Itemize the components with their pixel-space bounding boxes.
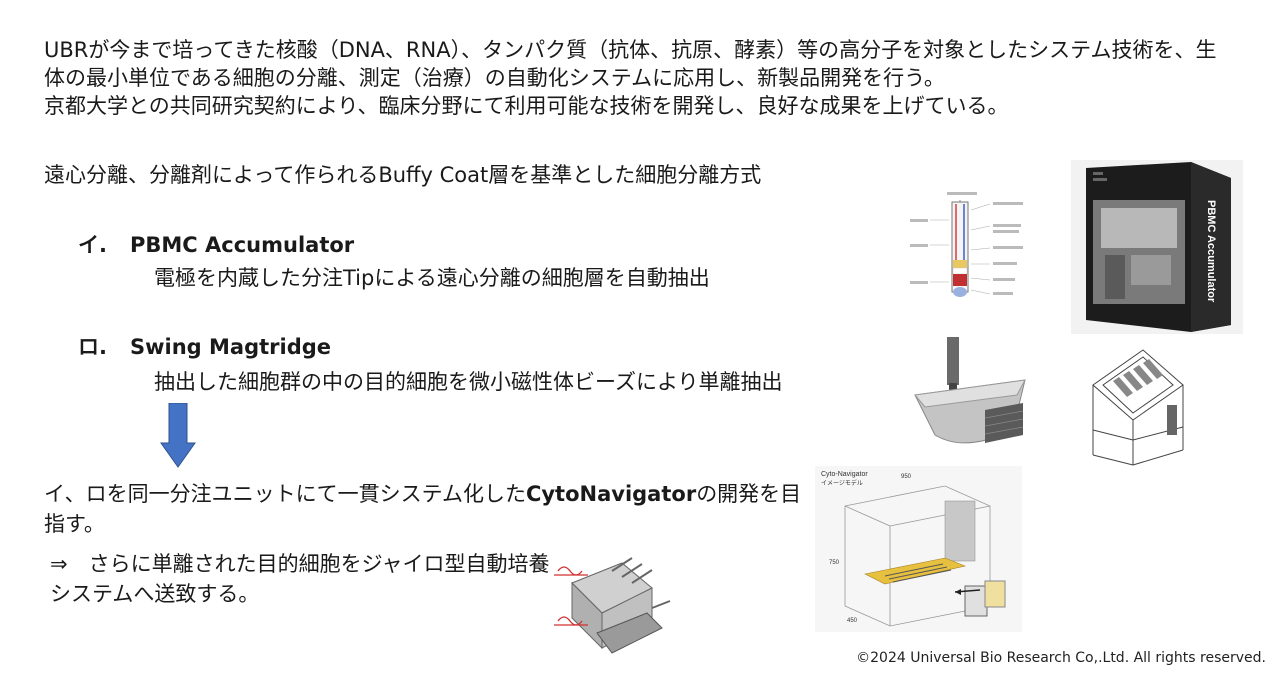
copyright-text: ©2024 Universal Bio Research Co,.Ltd. Al… bbox=[856, 650, 1266, 666]
item-title: PBMC Accumulator bbox=[130, 233, 355, 257]
gyro-culture-device-image bbox=[554, 557, 671, 654]
dim-depth: 450 bbox=[847, 618, 858, 624]
note-text: ⇒ さらに単離された目的細胞をジャイロ型自動培養システムへ送致する。 bbox=[50, 552, 550, 606]
cyto-subtitle: イメージモデル bbox=[821, 479, 863, 487]
swing-frame-image bbox=[1092, 349, 1184, 466]
cytonavigator-model-image: Cyto-Navigator イメージモデル 950 750 450 bbox=[815, 466, 1022, 632]
conclusion-suffix: の開発を目指す。 bbox=[44, 482, 802, 536]
intro-paragraph-2: 京都大学との共同研究契約により、臨床分野にて利用可能な技術を開発し、良好な成果を… bbox=[44, 94, 1009, 118]
item-title: Swing Magtridge bbox=[130, 335, 332, 359]
down-arrow-icon bbox=[160, 403, 196, 468]
item-pbmc-heading: イ. PBMC Accumulator bbox=[78, 229, 354, 259]
item-mark: イ. bbox=[78, 233, 107, 257]
intro-text: UBRが今まで培ってきた核酸（DNA、RNA）、タンパク質（抗体、抗原、酵素）等… bbox=[44, 36, 1224, 120]
conclusion-prefix: イ、ロを同一分注ユニットにて一貫システム化した bbox=[44, 482, 526, 506]
product-name: CytoNavigator bbox=[525, 482, 697, 506]
cyto-title: Cyto-Navigator bbox=[821, 471, 868, 478]
item-mark: ロ. bbox=[78, 335, 107, 359]
intro-paragraph-1: UBRが今まで培ってきた核酸（DNA、RNA）、タンパク質（抗体、抗原、酵素）等… bbox=[44, 38, 1217, 90]
tip-diagram-image bbox=[910, 192, 1023, 297]
dim-height: 750 bbox=[829, 560, 840, 566]
magtridge-mechanism-image bbox=[914, 337, 1026, 444]
item-pbmc-description: 電極を内蔵した分注Tipによる遠心分離の細胞層を自動抽出 bbox=[154, 266, 710, 290]
conclusion-text: イ、ロを同一分注ユニットにて一貫システム化したCytoNavigatorの開発を… bbox=[44, 479, 804, 539]
pbmc-device-image: PBMC Accumulator bbox=[1071, 160, 1243, 334]
dim-width: 950 bbox=[901, 474, 912, 480]
device-label: PBMC Accumulator bbox=[1205, 200, 1217, 303]
item-swing-heading: ロ. Swing Magtridge bbox=[78, 331, 331, 361]
method-description: 遠心分離、分離剤によって作られるBuffy Coat層を基準とした細胞分離方式 bbox=[44, 163, 762, 187]
item-swing-description: 抽出した細胞群の中の目的細胞を微小磁性体ビーズにより単離抽出 bbox=[154, 370, 783, 394]
